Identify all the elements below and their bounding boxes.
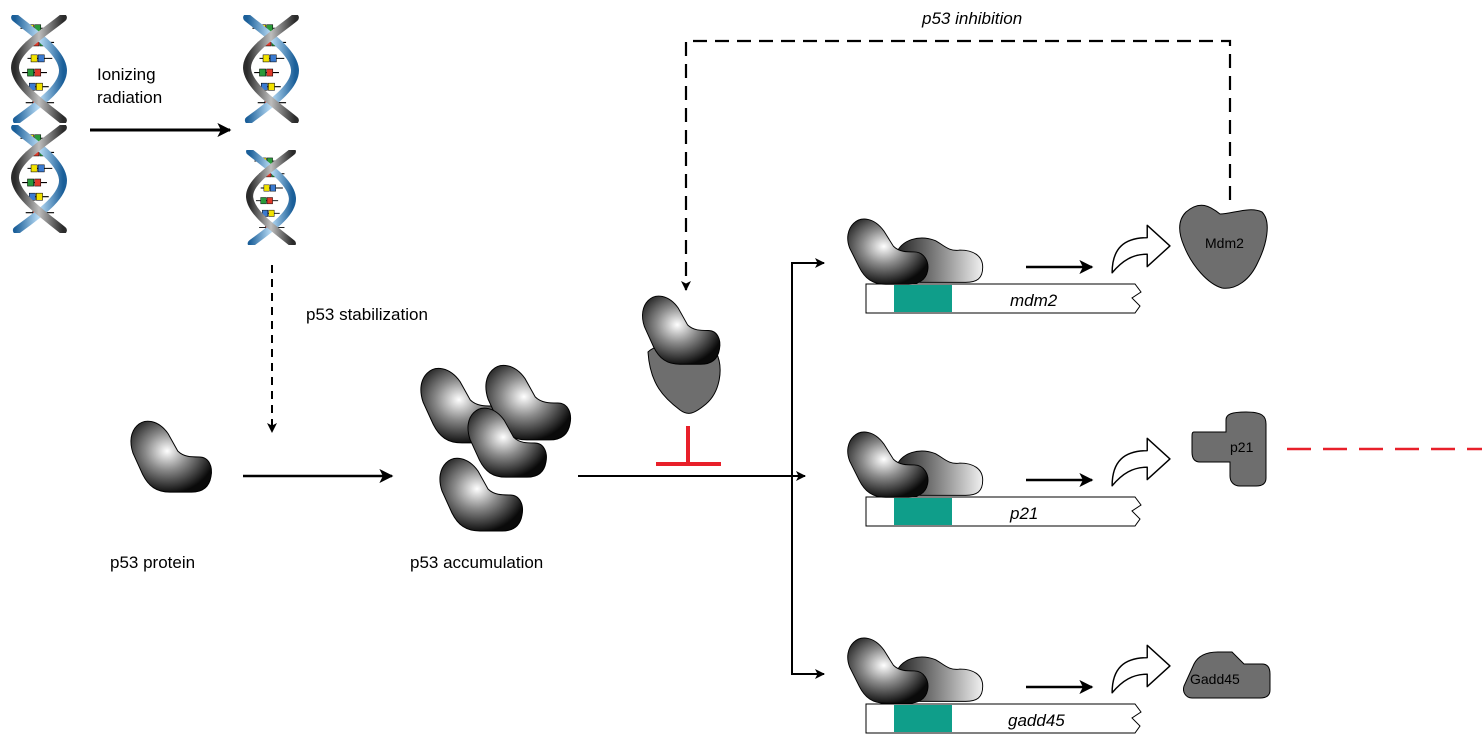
p53-cluster-icon — [420, 364, 572, 532]
mdm2-product: Mdm2 — [1179, 204, 1268, 289]
dna-intact-icon — [15, 18, 63, 231]
dna-broken-lower-icon — [250, 152, 293, 244]
mdm2-p53-complex-icon — [642, 295, 721, 414]
binding-site — [894, 285, 952, 312]
inhibition-feedback-arrow — [681, 39, 1232, 291]
binding-site — [894, 498, 952, 525]
radiation-label: radiation — [97, 88, 162, 107]
gene-row-mdm2: mdm2 — [847, 218, 1171, 314]
gadd45-product: Gadd45 — [1183, 651, 1271, 699]
p53-protein-icon — [130, 420, 212, 493]
gadd45-product-label: Gadd45 — [1190, 671, 1240, 687]
gene-name: mdm2 — [1010, 291, 1058, 310]
p21-product-label: p21 — [1230, 439, 1254, 455]
p21-product: p21 — [1191, 411, 1267, 487]
p53-accumulation-label: p53 accumulation — [410, 553, 543, 572]
gene-name: gadd45 — [1008, 711, 1065, 730]
ionizing-label: Ionizing — [97, 65, 156, 84]
gene-row-p21: p21 — [847, 431, 1171, 527]
expression-arrow-icon — [1111, 437, 1171, 487]
mdm2-product-label: Mdm2 — [1205, 235, 1244, 251]
inhibition-t-bar — [656, 426, 721, 466]
p53-bound-icon — [847, 218, 984, 285]
p53-bound-icon — [847, 431, 984, 498]
dna-broken-upper-icon — [247, 18, 295, 121]
inhibition-label: p53 inhibition — [921, 9, 1022, 28]
expression-arrow-icon — [1111, 644, 1171, 694]
gene-name: p21 — [1009, 504, 1038, 523]
p53-protein-label: p53 protein — [110, 553, 195, 572]
expression-arrow-icon — [1111, 224, 1171, 274]
gene-row-gadd45: gadd45 — [847, 637, 1171, 734]
stabilization-label: p53 stabilization — [306, 305, 428, 324]
p53-bound-icon — [847, 637, 984, 704]
binding-site — [894, 705, 952, 732]
